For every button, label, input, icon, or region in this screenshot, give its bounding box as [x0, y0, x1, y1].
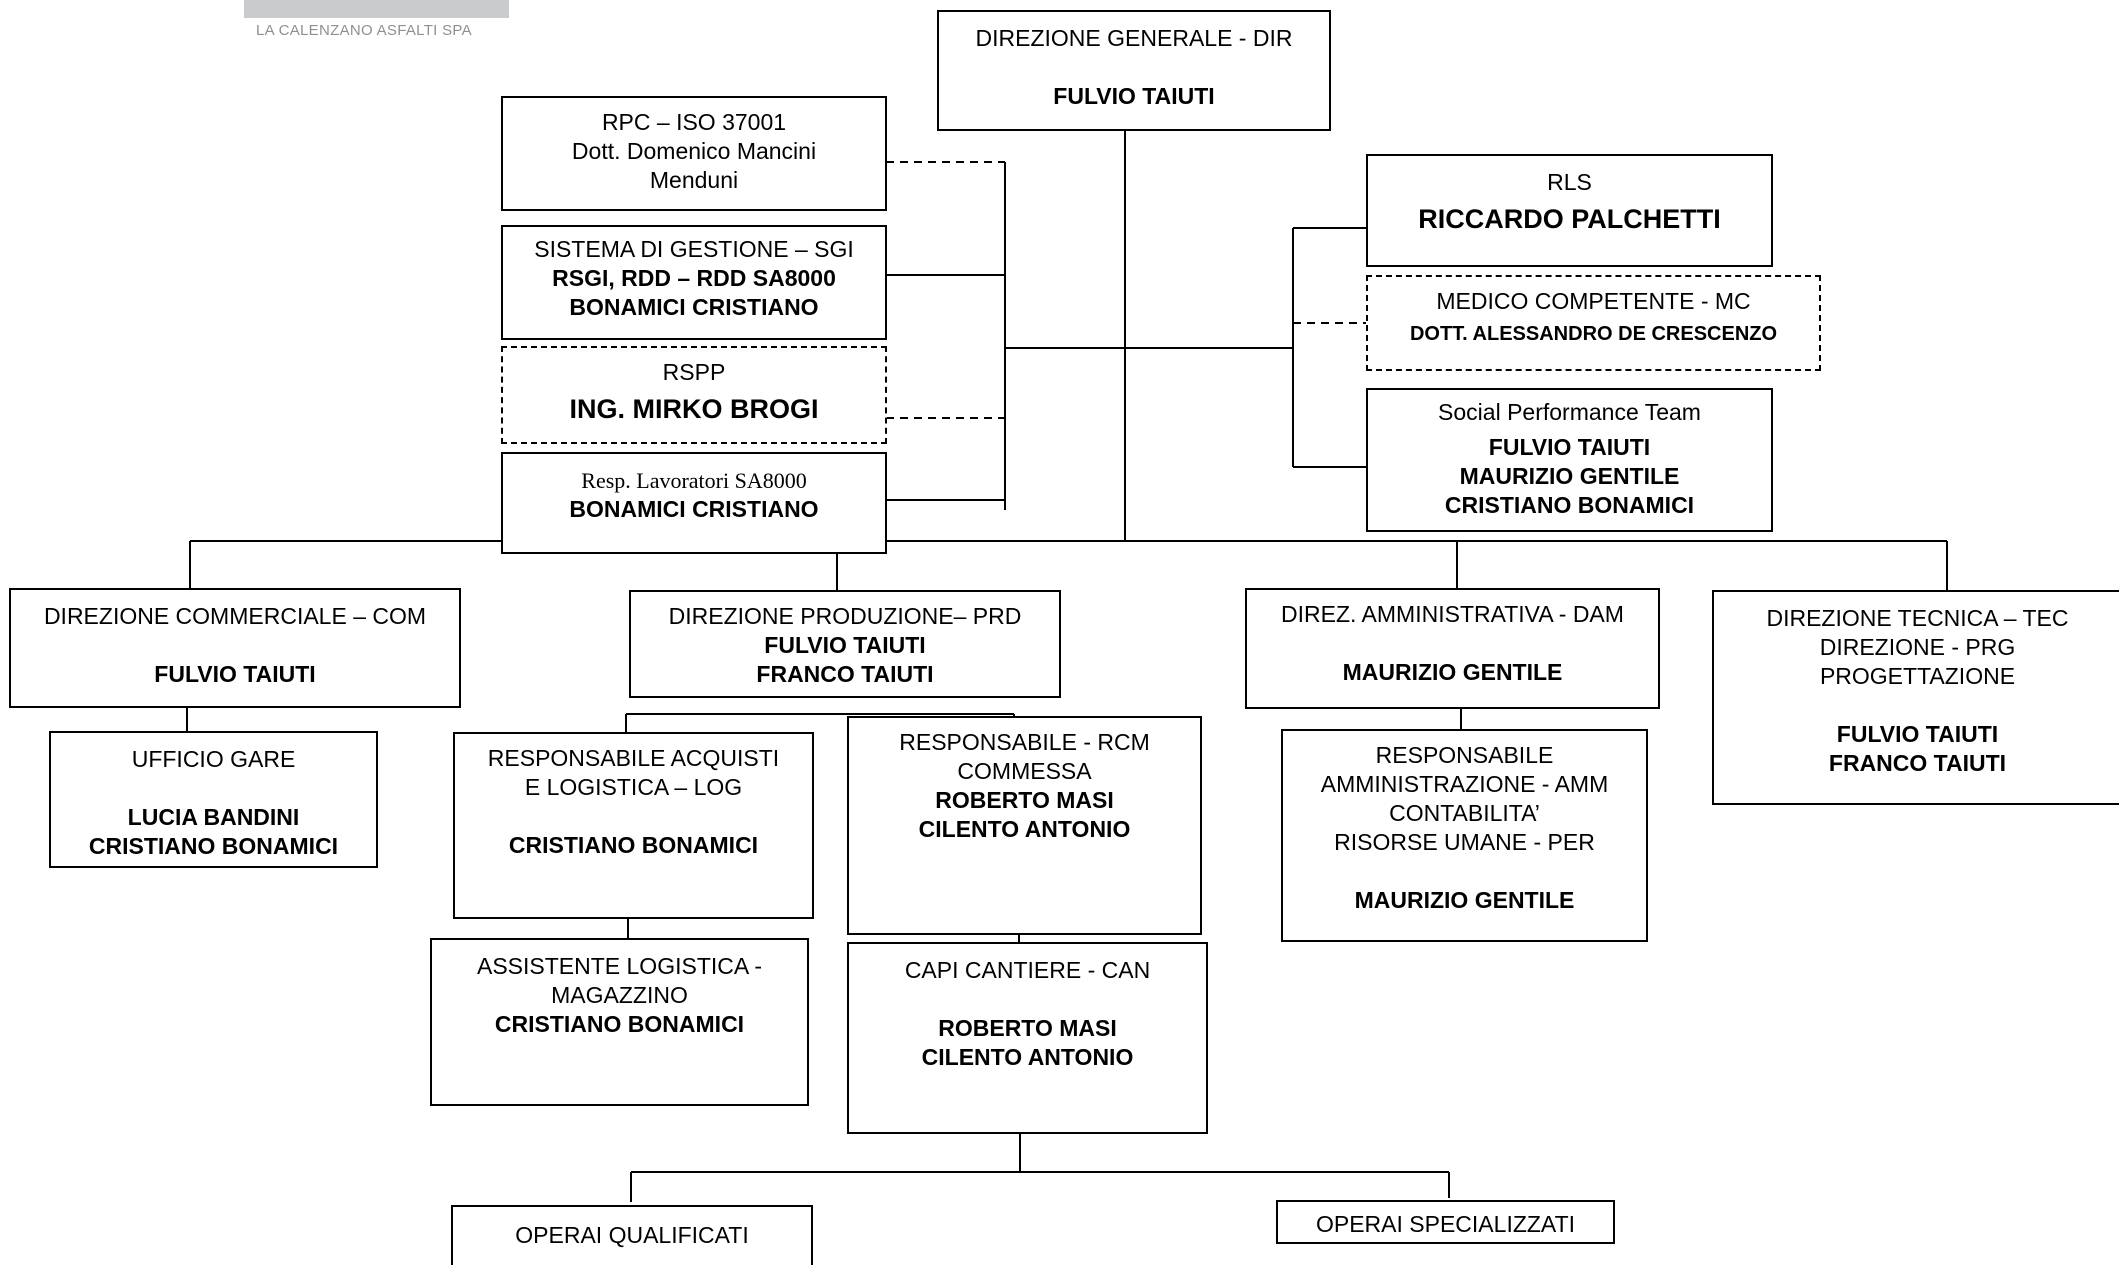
node-person: MAURIZIO GENTILE: [1354, 887, 1575, 913]
node-ufficio-gare: UFFICIO GARE LUCIA BANDINI CRISTIANO BON…: [49, 731, 378, 868]
node-title: E LOGISTICA – LOG: [524, 774, 743, 800]
node-person: CRISTIANO BONAMICI: [1444, 492, 1695, 518]
node-social-performance-team: Social Performance Team FULVIO TAIUTI MA…: [1366, 388, 1773, 532]
node-rspp: RSPP ING. MIRKO BROGI: [501, 346, 887, 444]
node-person: CILENTO ANTONIO: [918, 816, 1131, 842]
node-person: MAURIZIO GENTILE: [1342, 659, 1563, 685]
node-resp-lavoratori: Resp. Lavoratori SA8000 BONAMICI CRISTIA…: [501, 452, 887, 554]
node-person: LUCIA BANDINI: [127, 804, 300, 830]
node-person: FULVIO TAIUTI: [1053, 83, 1215, 109]
node-title: CONTABILITA’: [1389, 800, 1540, 826]
node-title: PROGETTAZIONE: [1819, 663, 2016, 689]
node-direzione-amministrativa: DIREZ. AMMINISTRATIVA - DAM MAURIZIO GEN…: [1245, 588, 1660, 709]
node-title: Social Performance Team: [1438, 399, 1701, 425]
node-person: FULVIO TAIUTI: [154, 661, 316, 687]
node-operai-specializzati: OPERAI SPECIALIZZATI: [1276, 1200, 1615, 1244]
logo-mark: [244, 0, 509, 18]
node-sgi: SISTEMA DI GESTIONE – SGI RSGI, RDD – RD…: [501, 225, 887, 340]
node-person: CILENTO ANTONIO: [921, 1044, 1134, 1070]
node-responsabile-commessa: RESPONSABILE - RCM COMMESSA ROBERTO MASI…: [847, 716, 1202, 935]
node-operai-qualificati: OPERAI QUALIFICATI: [451, 1205, 813, 1265]
node-title: Resp. Lavoratori SA8000: [581, 468, 807, 493]
node-title: OPERAI QUALIFICATI: [515, 1222, 749, 1248]
node-person: ING. MIRKO BROGI: [569, 394, 819, 424]
node-title: RSPP: [662, 359, 726, 385]
node-person: FULVIO TAIUTI: [1488, 434, 1651, 460]
node-title: RPC – ISO 37001: [601, 109, 787, 135]
node-assistente-logistica: ASSISTENTE LOGISTICA - MAGAZZINO CRISTIA…: [430, 938, 809, 1106]
node-person: DOTT. ALESSANDRO DE CRESCENZO: [1409, 323, 1778, 345]
node-person: Menduni: [649, 167, 739, 193]
node-rpc: RPC – ISO 37001 Dott. Domenico Mancini M…: [501, 96, 887, 211]
node-title: DIREZ. AMMINISTRATIVA - DAM: [1281, 601, 1624, 627]
node-person: CRISTIANO BONAMICI: [494, 1011, 745, 1037]
node-title: RESPONSABILE ACQUISTI: [487, 745, 780, 771]
node-title: ASSISTENTE LOGISTICA -: [476, 953, 762, 979]
node-person: FULVIO TAIUTI: [764, 632, 926, 658]
node-role: RSGI, RDD – RDD SA8000: [552, 265, 836, 291]
node-person: ROBERTO MASI: [938, 1015, 1117, 1041]
node-person: ROBERTO MASI: [935, 787, 1114, 813]
node-amministrazione: RESPONSABILE AMMINISTRAZIONE - AMM CONTA…: [1281, 729, 1648, 942]
node-title: DIREZIONE COMMERCIALE – COM: [43, 603, 427, 629]
node-person: CRISTIANO BONAMICI: [508, 832, 759, 858]
node-title: COMMESSA: [957, 758, 1092, 784]
node-title: AMMINISTRAZIONE - AMM: [1320, 771, 1609, 797]
node-title: RLS: [1547, 169, 1592, 195]
node-direzione-generale: DIREZIONE GENERALE - DIR FULVIO TAIUTI: [937, 10, 1331, 131]
node-person: CRISTIANO BONAMICI: [88, 833, 339, 859]
node-title: OPERAI SPECIALIZZATI: [1315, 1211, 1576, 1237]
node-acquisti-logistica: RESPONSABILE ACQUISTI E LOGISTICA – LOG …: [453, 732, 814, 919]
node-title: RISORSE UMANE - PER: [1334, 829, 1595, 855]
node-person: RICCARDO PALCHETTI: [1418, 204, 1721, 234]
node-title: MEDICO COMPETENTE - MC: [1436, 288, 1751, 314]
node-direzione-commerciale: DIREZIONE COMMERCIALE – COM FULVIO TAIUT…: [9, 588, 461, 708]
node-person: FULVIO TAIUTI: [1836, 721, 1999, 747]
node-title: UFFICIO GARE: [131, 746, 296, 772]
node-title: SISTEMA DI GESTIONE – SGI: [534, 236, 854, 262]
node-medico-competente: MEDICO COMPETENTE - MC DOTT. ALESSANDRO …: [1366, 275, 1821, 371]
node-title: RESPONSABILE: [1375, 742, 1554, 768]
node-title: CAPI CANTIERE - CAN: [904, 957, 1151, 983]
company-logo: LA CALENZANO ASFALTI SPA: [244, 0, 509, 46]
node-person: MAURIZIO GENTILE: [1459, 463, 1680, 489]
node-title: DIREZIONE PRODUZIONE– PRD: [668, 603, 1022, 629]
node-title: DIREZIONE TECNICA – TEC: [1766, 605, 2069, 631]
node-direzione-tecnica: DIREZIONE TECNICA – TEC DIREZIONE - PRG …: [1712, 590, 2119, 805]
node-person: BONAMICI CRISTIANO: [569, 294, 819, 320]
node-rls: RLS RICCARDO PALCHETTI: [1366, 154, 1773, 267]
node-title: RESPONSABILE - RCM: [899, 729, 1150, 755]
node-person: Dott. Domenico Mancini: [571, 138, 817, 164]
node-capi-cantiere: CAPI CANTIERE - CAN ROBERTO MASI CILENTO…: [847, 942, 1208, 1134]
node-person: BONAMICI CRISTIANO: [569, 496, 819, 522]
node-person: FRANCO TAIUTI: [756, 661, 934, 687]
node-title: MAGAZZINO: [551, 982, 688, 1008]
node-title: DIREZIONE GENERALE - DIR: [975, 25, 1293, 51]
node-title: DIREZIONE - PRG: [1819, 634, 2016, 660]
node-direzione-produzione: DIREZIONE PRODUZIONE– PRD FULVIO TAIUTI …: [629, 590, 1061, 698]
logo-tagline: LA CALENZANO ASFALTI SPA: [256, 22, 472, 39]
node-person: FRANCO TAIUTI: [1828, 750, 2007, 776]
